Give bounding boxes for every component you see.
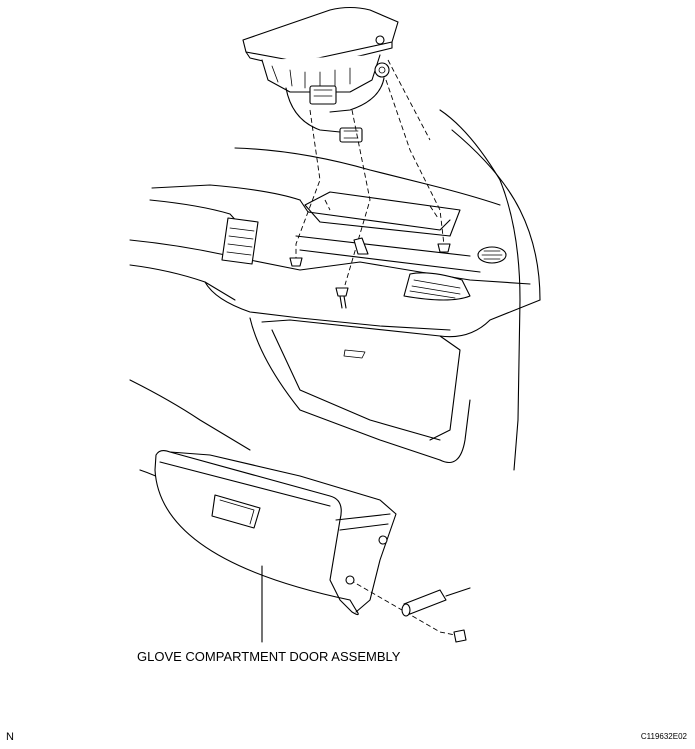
figure-id: C119632E02	[640, 732, 687, 741]
instrument-panel	[129, 109, 541, 541]
footer-marker: N	[6, 731, 14, 743]
airbag-module	[242, 6, 399, 143]
glove-box-damper	[401, 587, 471, 643]
glove-compartment-door-label: GLOVE COMPARTMENT DOOR ASSEMBLY	[137, 649, 401, 664]
glove-compartment-door	[154, 449, 397, 643]
